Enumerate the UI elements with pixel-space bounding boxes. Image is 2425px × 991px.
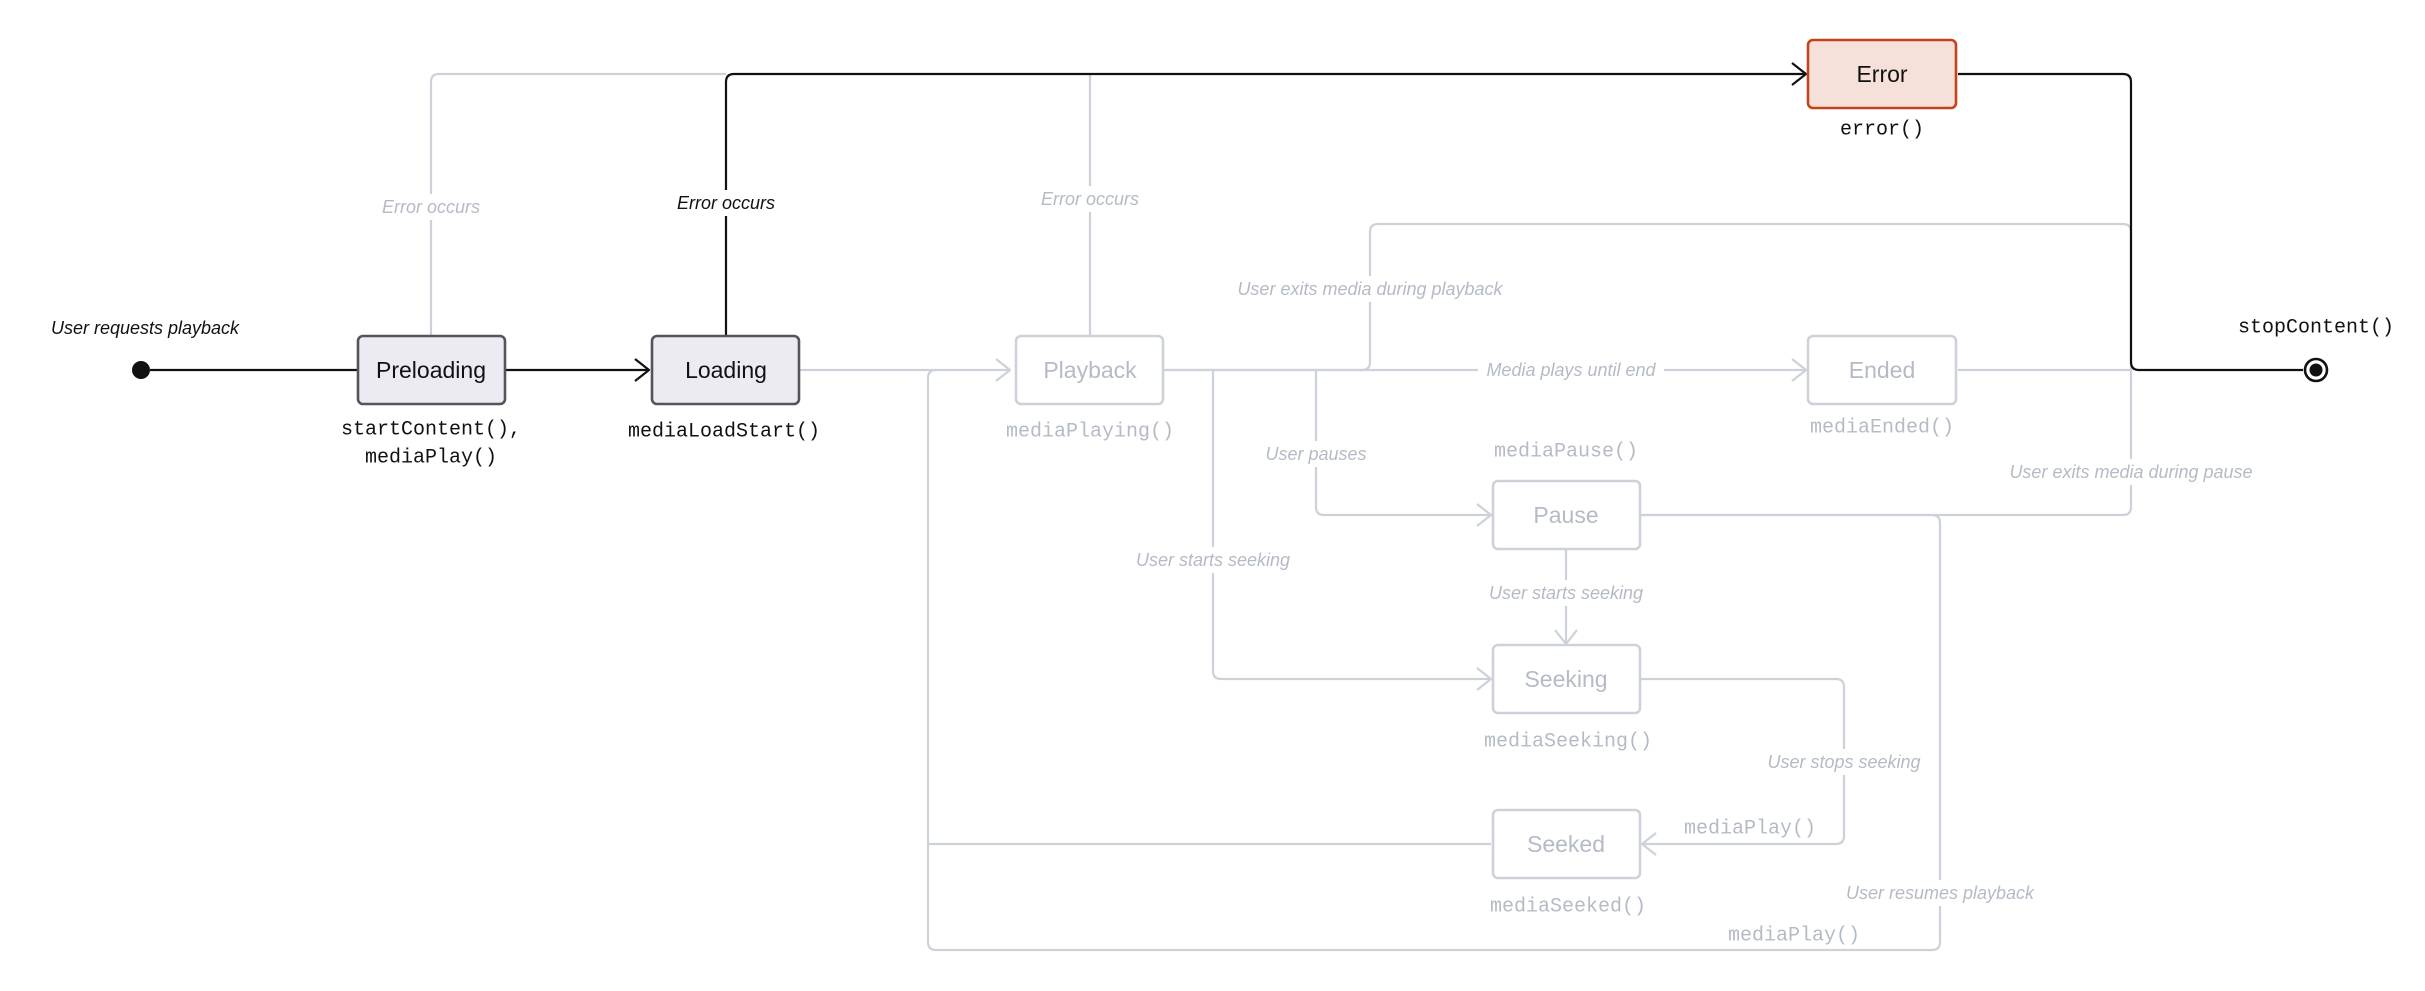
state-error-label: Error (1856, 61, 1907, 87)
state-loading-label: Loading (685, 357, 767, 383)
state-playback-fn: mediaPlaying() (1006, 421, 1174, 444)
arrow-into-ended (1791, 358, 1808, 382)
label-error-occurs-loading: Error occurs (667, 190, 785, 216)
label-starts-seeking-playback-text: User starts seeking (1136, 550, 1290, 570)
label-stops-seeking-text: User stops seeking (1767, 752, 1920, 772)
label-starts-seeking-pause: User starts seeking (1483, 580, 1649, 606)
state-seeking-box (1491, 643, 1642, 715)
edge-loading-to-error (724, 72, 1806, 336)
label-user-pauses-text: User pauses (1265, 444, 1366, 464)
state-loading-box (650, 334, 801, 406)
arrow-into-pause (1476, 503, 1493, 527)
label-plays-until-end-text: Media plays until end (1486, 360, 1656, 380)
edge-user-pauses (1314, 370, 1491, 517)
state-pause-label: Pause (1533, 502, 1598, 528)
stops-seeking-fn: mediaPlay() (1684, 818, 1816, 841)
label-stops-seeking: User stops seeking (1761, 749, 1927, 775)
edge-playback-starts-seeking (1211, 370, 1491, 681)
state-error: Error error() (1806, 38, 1958, 142)
state-ended: Ended mediaEnded() (1806, 334, 1958, 440)
state-seeking: Seeking mediaSeeking() (1484, 643, 1652, 754)
label-error-occurs-playback-text: Error occurs (1041, 189, 1139, 209)
state-seeking-fn: mediaSeeking() (1484, 731, 1652, 754)
label-plays-until-end: Media plays until end (1478, 357, 1664, 383)
state-error-box (1806, 38, 1958, 110)
state-ended-box (1806, 334, 1958, 406)
state-pause: Pause mediaPause() (1491, 441, 1642, 551)
end-label: stopContent() (2238, 317, 2394, 340)
start-node (132, 361, 150, 379)
arrow-into-playback (995, 358, 1012, 382)
state-ended-label: Ended (1849, 357, 1916, 383)
state-seeking-label: Seeking (1524, 666, 1607, 692)
label-error-occurs-preloading-text: Error occurs (382, 197, 480, 217)
label-resumes-playback-text: User resumes playback (1846, 883, 2035, 903)
state-preloading-label: Preloading (376, 357, 486, 383)
label-starts-seeking-pause-text: User starts seeking (1489, 583, 1643, 603)
state-seeked: Seeked mediaSeeked() (1490, 808, 1646, 919)
label-starts-seeking-playback: User starts seeking (1130, 547, 1296, 573)
end-node-dot (2309, 363, 2323, 377)
start-label: User requests playback (51, 318, 240, 338)
state-preloading-box (356, 334, 507, 406)
label-error-occurs-preloading: Error occurs (372, 194, 490, 220)
state-loading-fn: mediaLoadStart() (628, 421, 820, 444)
edge-exit-during-pause (1640, 370, 2133, 517)
edge-preloading-to-error (429, 72, 726, 336)
edge-resumes-playback (926, 513, 1942, 952)
label-exit-during-pause: User exits media during pause (1998, 459, 2264, 485)
label-error-occurs-playback: Error occurs (1031, 186, 1149, 212)
label-user-pauses: User pauses (1262, 441, 1370, 467)
label-error-occurs-loading-text: Error occurs (677, 193, 775, 213)
active-connectors (132, 62, 2329, 383)
state-preloading: Preloading startContent(), mediaPlay() (341, 334, 521, 470)
resumes-playback-fn: mediaPlay() (1728, 925, 1860, 948)
state-preloading-fn-2: mediaPlay() (365, 447, 497, 470)
state-seeked-label: Seeked (1527, 831, 1605, 857)
state-seeked-box (1491, 808, 1642, 880)
arrow-into-error (1791, 62, 1808, 86)
state-playback-box (1014, 334, 1165, 406)
arrow-into-loading (634, 358, 651, 382)
label-exit-during-playback: User exits media during playback (1222, 276, 1518, 302)
state-playback-label: Playback (1043, 357, 1137, 383)
state-preloading-fn-1: startContent(), (341, 419, 521, 442)
edge-labels: Error occurs Error occurs Error occurs U… (372, 186, 2264, 906)
state-ended-fn: mediaEnded() (1810, 417, 1954, 440)
state-seeked-fn: mediaSeeked() (1490, 896, 1646, 919)
arrow-into-seeking (1476, 667, 1493, 691)
label-exit-during-playback-text: User exits media during playback (1237, 279, 1503, 299)
state-error-fn: error() (1840, 119, 1924, 142)
arrow-into-seeked (1640, 832, 1657, 856)
state-pause-box (1491, 479, 1642, 551)
edge-error-to-end (1958, 72, 2303, 372)
label-resumes-playback: User resumes playback (1841, 880, 2039, 906)
state-pause-fn: mediaPause() (1494, 441, 1638, 464)
edge-exit-during-playback (1163, 222, 2133, 372)
edge-seeked-to-playback (926, 368, 1491, 846)
state-playback: Playback mediaPlaying() (1006, 334, 1174, 444)
label-exit-during-pause-text: User exits media during pause (2009, 462, 2252, 482)
state-loading: Loading mediaLoadStart() (628, 334, 820, 444)
